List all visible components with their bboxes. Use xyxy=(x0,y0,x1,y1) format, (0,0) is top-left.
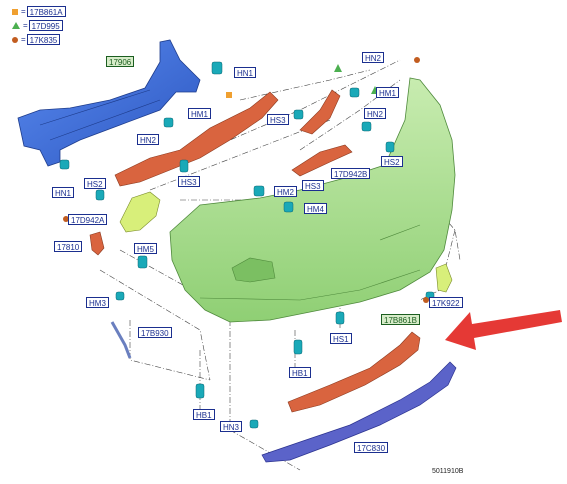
lower-valance xyxy=(261,361,457,463)
clip-hn2-icon xyxy=(163,117,174,128)
legend-row-1: = 17B861A xyxy=(12,6,66,17)
callout-17b930[interactable]: 17B930 xyxy=(138,327,172,338)
legend-code: 17K835 xyxy=(26,34,61,45)
diagram-reference-number: 5011910B xyxy=(432,468,464,475)
strut-17b930 xyxy=(110,321,132,359)
callout-hm1-right[interactable]: HM1 xyxy=(376,87,399,98)
clip-hb1-icon xyxy=(293,339,303,355)
clip-hb1b-icon xyxy=(195,383,205,399)
callout-hn2-right[interactable]: HN2 xyxy=(364,108,387,119)
callout-17b861b[interactable]: 17B861B xyxy=(381,314,420,325)
callout-hs3[interactable]: HS3 xyxy=(178,176,200,187)
legend-code: 17D995 xyxy=(28,20,63,31)
callout-17d942b[interactable]: 17D942B xyxy=(331,168,371,179)
square-icon xyxy=(12,8,18,15)
upper-energy-absorber xyxy=(89,89,353,256)
callout-hn3[interactable]: HN3 xyxy=(220,421,243,432)
callout-hs2-left[interactable]: HS2 xyxy=(84,178,106,189)
clip-hm1-icon xyxy=(349,87,360,98)
clip-hn2b-icon xyxy=(361,121,372,132)
clip-hm5-icon xyxy=(137,255,148,269)
callout-hm1[interactable]: HM1 xyxy=(188,108,211,119)
clip-hn1-icon xyxy=(211,61,223,75)
clip-hm4-icon xyxy=(283,201,294,213)
clip-hm3-icon xyxy=(115,291,125,301)
lower-reinforcement xyxy=(287,331,421,413)
triangle-icon xyxy=(12,22,20,29)
callout-hn2-top[interactable]: HN2 xyxy=(362,52,385,63)
callout-hn1[interactable]: HN1 xyxy=(234,67,257,78)
dot-icon xyxy=(12,36,18,43)
callout-hs2[interactable]: HS2 xyxy=(381,156,403,167)
clips xyxy=(59,61,435,429)
callout-17810[interactable]: 17810 xyxy=(54,241,83,252)
callout-hm3[interactable]: HM3 xyxy=(86,297,109,308)
legend-row-3: = 17K835 xyxy=(12,34,61,45)
clip-hs3b-icon xyxy=(293,109,304,120)
clip-hs2b-icon xyxy=(95,189,105,201)
callout-hn2[interactable]: HN2 xyxy=(137,134,160,145)
callout-17906[interactable]: 17906 xyxy=(106,56,135,67)
direction-arrow xyxy=(445,310,562,350)
clip-hn1b-icon xyxy=(59,159,70,170)
callout-hb1-low[interactable]: HB1 xyxy=(193,409,215,420)
callout-hb1-mid[interactable]: HB1 xyxy=(289,367,311,378)
side-bracket-left xyxy=(119,191,453,293)
callout-17c830[interactable]: 17C830 xyxy=(354,442,389,453)
clip-hs3-icon xyxy=(179,159,189,173)
reinforcement-beam xyxy=(17,39,201,167)
legend-code: 17B861A xyxy=(26,6,66,17)
bumper-cover xyxy=(169,77,456,323)
callout-hm2[interactable]: HM2 xyxy=(274,186,297,197)
callout-hs3-mid[interactable]: HS3 xyxy=(302,180,324,191)
clip-hn3-icon xyxy=(249,419,259,429)
callout-hs1[interactable]: HS1 xyxy=(330,333,352,344)
callout-hn1-left[interactable]: HN1 xyxy=(52,187,75,198)
callout-17d942a[interactable]: 17D942A xyxy=(68,214,108,225)
callout-hm4[interactable]: HM4 xyxy=(304,203,327,214)
clip-hm2-icon xyxy=(253,185,265,197)
legend-row-2: = 17D995 xyxy=(12,20,63,31)
clip-hs1-icon xyxy=(335,311,345,325)
callout-17k922[interactable]: 17K922 xyxy=(429,297,463,308)
callout-hs3-center[interactable]: HS3 xyxy=(267,114,289,125)
clip-hs2-icon xyxy=(385,141,395,153)
callout-hm5[interactable]: HM5 xyxy=(134,243,157,254)
